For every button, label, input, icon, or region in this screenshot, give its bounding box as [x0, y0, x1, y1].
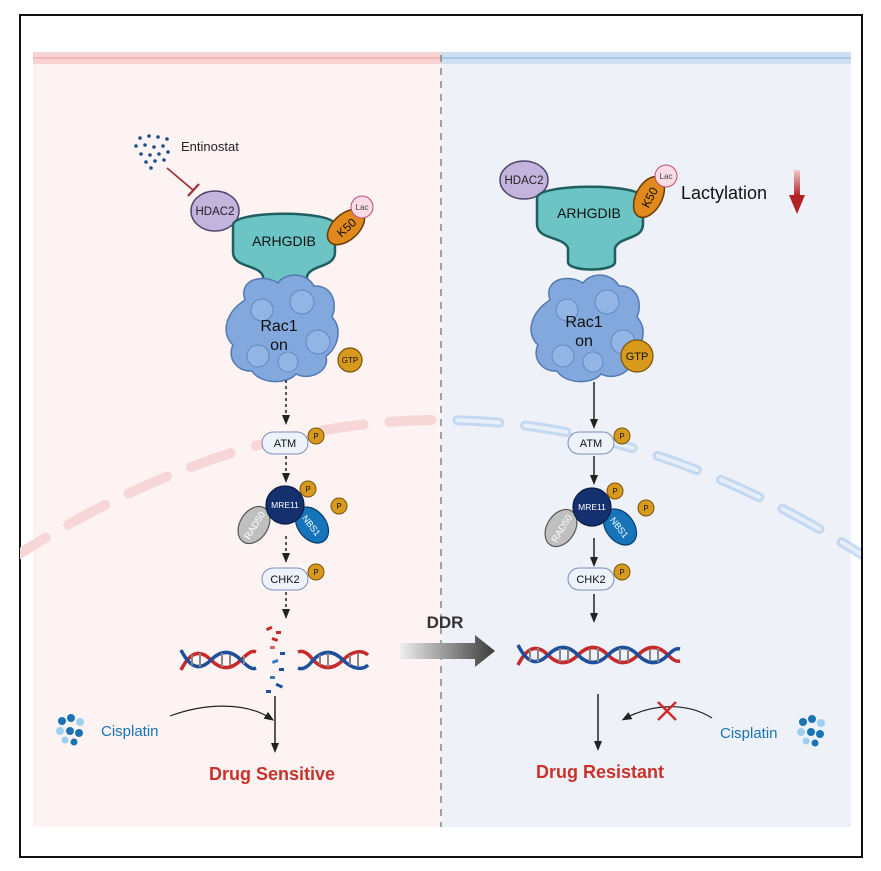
- phospho-nbs1-right: [637, 499, 655, 517]
- phospho-nbs1-left: [330, 497, 348, 515]
- mre11-left-label: MRE11: [271, 500, 299, 510]
- arhgdib-right: [535, 185, 645, 271]
- cisplatin-left-icon: [56, 714, 84, 746]
- hdac2-left-label: HDAC2: [196, 206, 235, 218]
- atm-right: [567, 431, 615, 455]
- entinostat-label: Entinostat: [181, 139, 239, 154]
- cisplatin-left-label: Cisplatin: [101, 723, 159, 740]
- rac1-left-state: on: [270, 337, 288, 354]
- lactylation-down-arrow: [789, 170, 805, 214]
- nbs1-right: NBS1: [602, 508, 638, 546]
- rad50-left: RAD50: [237, 505, 271, 545]
- svg-text:P: P: [643, 504, 648, 513]
- cisplatin-arrow-right: [621, 706, 713, 721]
- ddr-arrow: [400, 635, 495, 667]
- gtp-right-label: GTP: [626, 351, 649, 363]
- k50-right: K50: [632, 175, 666, 219]
- chk2-left-label: CHK2: [270, 574, 299, 586]
- phospho-atm-left: [307, 427, 325, 445]
- svg-text:P: P: [619, 568, 624, 577]
- gtp-left: [337, 347, 363, 373]
- arhgdib-right-label: ARHGDIB: [557, 205, 621, 221]
- drug-resistant-label: Drug Resistant: [536, 762, 664, 782]
- phospho-chk2-right: [613, 563, 631, 581]
- lac-right: [654, 164, 678, 188]
- ddr-label: DDR: [427, 613, 464, 632]
- svg-text:P: P: [336, 502, 341, 511]
- lac-left: [350, 195, 374, 219]
- nuclear-envelope-left: [20, 415, 441, 560]
- arhgdib-left: [231, 212, 337, 299]
- chk2-left: [261, 567, 309, 591]
- mre11-right-label: MRE11: [578, 502, 606, 512]
- broken-dna-left: [179, 625, 370, 693]
- inhibition-arrow: [166, 167, 200, 197]
- svg-text:P: P: [313, 432, 318, 441]
- rac1-right: [530, 274, 644, 383]
- right-panel: [441, 52, 851, 827]
- phospho-chk2-left: [307, 563, 325, 581]
- svg-text:P: P: [305, 485, 310, 494]
- lactylation-label: Lactylation: [681, 183, 767, 203]
- rac1-right-state: on: [575, 333, 593, 350]
- entinostat-drug-icon: [134, 134, 170, 170]
- atm-left: [261, 431, 309, 455]
- phospho-mre11-right: [606, 482, 624, 500]
- gtp-left-label: GTP: [342, 356, 358, 365]
- hdac2-right: [499, 160, 549, 200]
- hdac2-left: [190, 190, 240, 232]
- blocked-cross-icon: [657, 701, 677, 721]
- cisplatin-arrow-left: [169, 705, 275, 721]
- intact-dna-right: [516, 644, 681, 666]
- nuclear-envelope-right: [441, 415, 861, 561]
- left-panel: [33, 52, 441, 827]
- svg-text:P: P: [612, 487, 617, 496]
- chk2-right: [567, 567, 615, 591]
- rac1-left: [225, 274, 339, 383]
- svg-text:P: P: [313, 568, 318, 577]
- arhgdib-left-label: ARHGDIB: [252, 233, 316, 249]
- rac1-right-label: Rac1: [565, 314, 602, 331]
- mre11-right: [572, 487, 612, 527]
- atm-right-label: ATM: [580, 438, 602, 450]
- chk2-right-label: CHK2: [576, 574, 605, 586]
- rac1-left-label: Rac1: [260, 318, 297, 335]
- lac-right-label: Lac: [660, 172, 673, 181]
- phospho-mre11-left: [299, 480, 317, 498]
- svg-text:P: P: [619, 432, 624, 441]
- atm-left-label: ATM: [274, 438, 296, 450]
- drug-sensitive-label: Drug Sensitive: [209, 764, 335, 784]
- lac-left-label: Lac: [356, 203, 369, 212]
- mre11-left: [265, 485, 305, 525]
- gtp-right: [620, 339, 654, 373]
- nbs1-left: NBS1: [294, 506, 330, 544]
- hdac2-right-label: HDAC2: [505, 175, 544, 187]
- cisplatin-right-icon: [797, 715, 825, 747]
- phospho-atm-right: [613, 427, 631, 445]
- cisplatin-right-label: Cisplatin: [720, 725, 778, 742]
